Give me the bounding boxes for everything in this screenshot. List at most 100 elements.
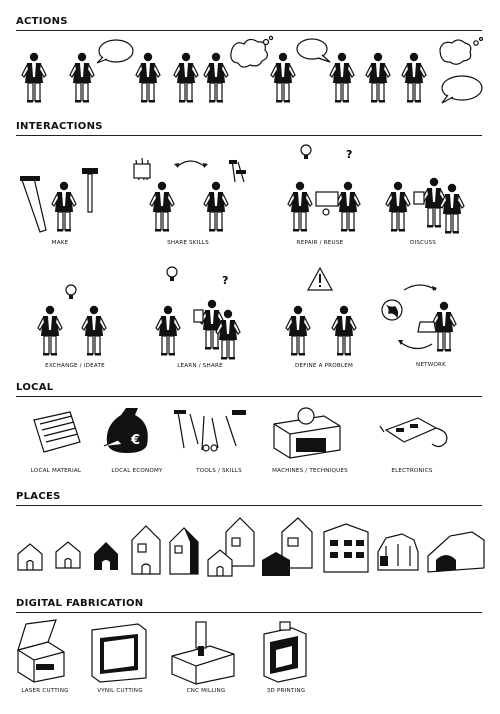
house-cluster-icon: [207, 517, 255, 577]
person-icon: [285, 305, 311, 357]
thought-bubble-icon: [230, 35, 274, 68]
laser-cutter-icon: [17, 619, 65, 683]
pencils-icon: [133, 157, 151, 181]
label-local-material: LOCAL MATERIAL: [30, 468, 82, 474]
tall-house-icon: [169, 527, 199, 575]
person-icon: [287, 181, 313, 233]
digital-fabrication-row: [17, 619, 307, 685]
person-icon: [155, 305, 181, 357]
house-cluster-icon: [262, 517, 313, 576]
globe-icon: [381, 299, 403, 321]
label-electronics: ELECTRONICS: [391, 468, 433, 474]
paper-icon: [193, 309, 204, 323]
label-learn-share: LEARN / SHARE: [177, 363, 223, 369]
person-icon: [203, 181, 229, 233]
person-icon: [401, 52, 427, 104]
exchange-arrows-icon: [398, 284, 437, 350]
section-interactions: INTERACTIONS: [16, 121, 482, 136]
warehouse-icon: [427, 531, 485, 573]
person-icon: [173, 52, 199, 104]
3d-printer-icon: [263, 621, 307, 683]
person-icon: [51, 181, 77, 233]
thought-bubble-icon: [439, 36, 484, 65]
person-icon: [37, 305, 63, 357]
lightbulb-icon: [65, 284, 77, 299]
label-vynil-cutting: VYNIL CUTTING: [97, 688, 143, 694]
person-icon: [365, 52, 391, 104]
section-title-places: PLACES: [16, 491, 61, 502]
person-icon: [331, 305, 357, 357]
lightbulb-icon: [166, 266, 178, 281]
question-mark: ?: [222, 274, 228, 287]
section-local: LOCAL: [16, 382, 482, 397]
warning-icon: [306, 266, 334, 291]
section-divider: [16, 396, 482, 397]
speech-bubble-icon: [296, 38, 331, 63]
person-icon: [335, 181, 361, 233]
label-define-a-problem: DEFINE A PROBLEM: [295, 363, 353, 369]
label-discuss: DISCUSS: [409, 240, 436, 246]
speech-bubble-icon: [441, 75, 483, 104]
person-icon: [69, 52, 95, 104]
label-3d-printing: 3D PRINTING: [266, 688, 306, 694]
person-icon: [270, 52, 296, 104]
house-dark-roof-icon: [94, 542, 118, 570]
label-laser-cutting: LASER CUTTING: [21, 688, 69, 694]
section-title-actions: ACTIONS: [16, 16, 68, 27]
house-icon: [55, 541, 81, 569]
person-icon: [431, 301, 457, 353]
section-title-interactions: INTERACTIONS: [16, 121, 103, 132]
interactions-row-1: ?: [20, 144, 465, 235]
house-icon: [17, 543, 43, 571]
person-icon: [329, 52, 355, 104]
tools-icon: [229, 159, 246, 183]
money-bag-icon: €: [103, 408, 148, 453]
person-icon: [81, 305, 107, 357]
machine-icon: [273, 407, 341, 459]
person-icon: [439, 183, 465, 235]
section-divider: [16, 505, 482, 506]
tools-set-icon: [174, 410, 246, 452]
label-exchange-ideate: EXCHANGE / IDEATE: [45, 363, 105, 369]
vinyl-cutter-icon: [91, 623, 147, 683]
person-icon: [21, 52, 47, 104]
section-title-digital-fabrication: DIGITAL FABRICATION: [16, 598, 144, 609]
exchange-arrows-icon: [174, 160, 208, 168]
places-row: [17, 517, 485, 577]
lightbulb-icon: [300, 144, 312, 159]
actions-illustration: [21, 35, 484, 104]
laptop-icon: [417, 321, 437, 333]
label-local-economy: LOCAL ECONOMY: [111, 468, 163, 474]
section-divider: [16, 135, 482, 136]
hammer-icon: [82, 168, 98, 213]
cnc-mill-icon: [171, 621, 235, 685]
interactions-row-2: ?: [37, 266, 457, 361]
label-machines-techniques: MACHINES / TECHNIQUES: [272, 468, 348, 474]
label-tools-skills: TOOLS / SKILLS: [196, 468, 242, 474]
person-icon: [203, 52, 229, 104]
section-divider: [16, 612, 482, 613]
question-mark: ?: [346, 148, 352, 161]
section-digital-fabrication: DIGITAL FABRICATION: [16, 598, 482, 613]
local-row: €: [33, 407, 448, 459]
section-divider: [16, 30, 482, 31]
person-icon: [385, 181, 411, 233]
electronics-icon: [379, 417, 448, 448]
material-sheets-icon: [33, 411, 81, 453]
caliper-icon: [20, 176, 47, 233]
euro-icon: €: [130, 433, 140, 448]
person-icon: [135, 52, 161, 104]
label-share-skills: SHARE SKILLS: [167, 240, 209, 246]
section-title-local: LOCAL: [16, 382, 54, 393]
tall-house-icon: [131, 525, 161, 575]
paper-icon: [413, 191, 425, 205]
section-places: PLACES: [16, 491, 482, 506]
speech-bubble-icon: [96, 39, 134, 64]
repair-object-icon: [315, 191, 339, 216]
dome-building-icon: [377, 533, 419, 571]
apartment-block-icon: [323, 523, 369, 573]
label-network: NETWORK: [415, 362, 447, 368]
label-repair-reuse: REPAIR / REUSE: [296, 240, 344, 246]
section-actions: ACTIONS: [16, 16, 482, 31]
person-icon: [149, 181, 175, 233]
